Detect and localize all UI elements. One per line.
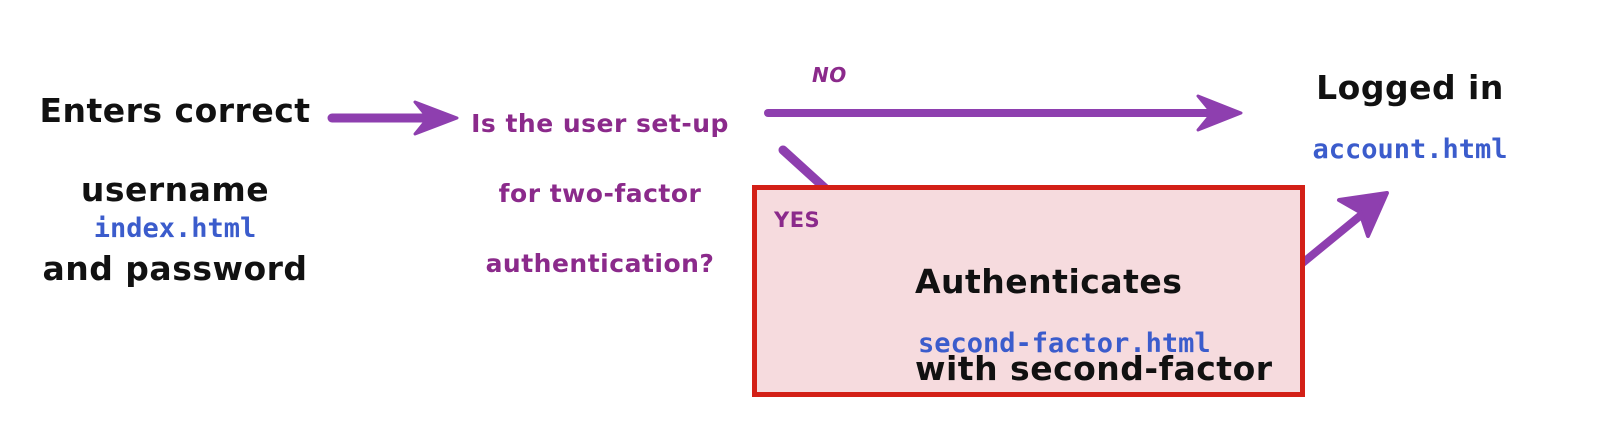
decision-line-3: authentication? — [485, 249, 715, 278]
arrow-second-factor-to-logged-in — [1290, 191, 1389, 274]
node-second-factor: Authenticates with second-factor — [915, 219, 1273, 431]
arrow-credentials-to-decision — [327, 100, 459, 136]
credentials-file-label: index.html — [93, 213, 257, 244]
logged-in-file-label: account.html — [1312, 134, 1508, 165]
node-logged-in: Logged in — [1316, 68, 1504, 107]
decision-line-2: for two-factor — [498, 179, 702, 208]
second-factor-line-2: with second-factor — [915, 349, 1273, 388]
decision-line-1: Is the user set-up — [471, 109, 729, 138]
second-factor-highlight-box — [752, 185, 1305, 397]
branch-label-yes: YES — [774, 208, 821, 232]
node-decision-two-factor: Is the user set-up for two-factor authen… — [452, 70, 748, 318]
arrow-no-to-logged-in — [764, 94, 1243, 132]
credentials-line-1: Enters correct — [39, 91, 311, 130]
second-factor-line-1: Authenticates — [915, 262, 1183, 301]
branch-label-no: NO — [812, 63, 847, 87]
credentials-line-2: username — [80, 170, 270, 209]
credentials-line-3: and password — [42, 249, 308, 288]
node-enter-credentials: Enters correct username and password — [0, 52, 350, 327]
second-factor-file-label: second-factor.html — [918, 328, 1211, 359]
